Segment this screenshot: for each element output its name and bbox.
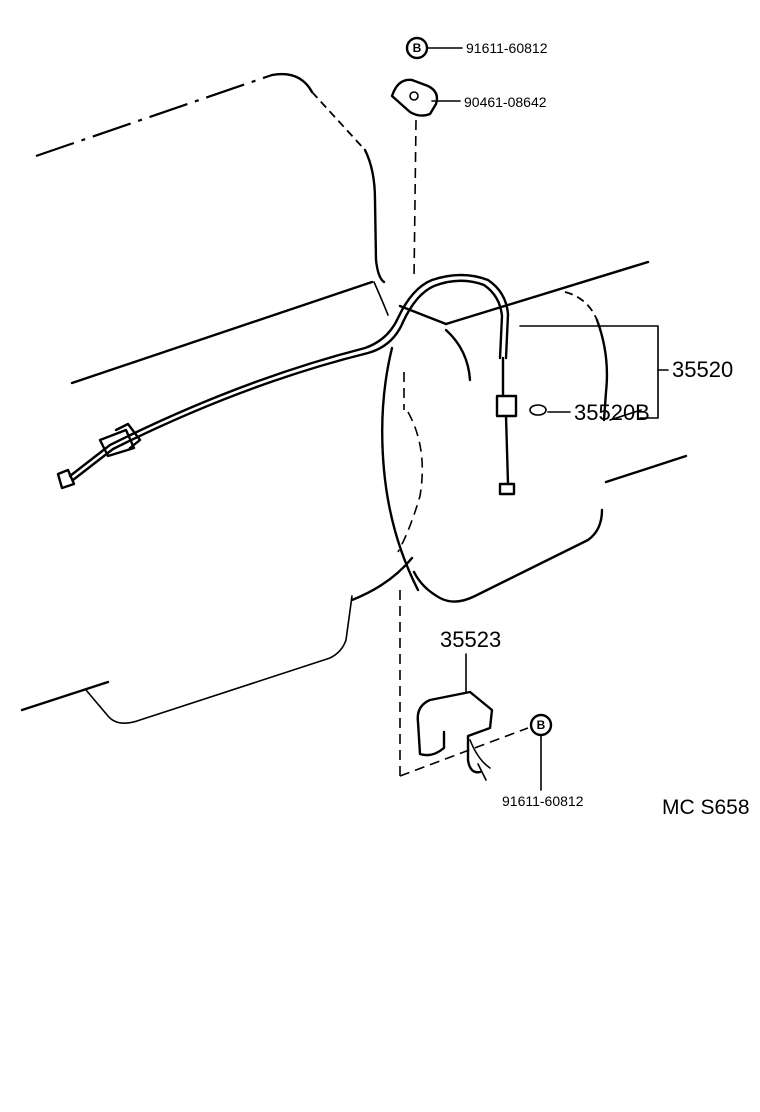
bolt-symbol-top-letter: B — [413, 41, 422, 55]
bolt-symbol-top: B — [405, 36, 463, 60]
bracket-part — [399, 590, 529, 781]
bracket-part-number: 35523 — [440, 627, 501, 652]
bolt-symbol-bottom: B — [529, 713, 553, 791]
cable-ring-part-number: 35520B — [574, 400, 650, 425]
cable-ring-part — [529, 404, 571, 416]
bolt-symbol-bottom-letter: B — [537, 718, 546, 732]
reference-code: MC S658 — [662, 796, 750, 819]
clamp-part-number: 90461-08642 — [464, 94, 547, 110]
cable-assembly-part-number: 35520 — [672, 357, 733, 382]
clamp-part — [390, 78, 439, 281]
cable-assembly — [56, 273, 518, 496]
engine-outline — [20, 72, 688, 724]
bolt-top-part-number: 91611-60812 — [466, 40, 548, 56]
bolt-bottom-part-number: 91611-60812 — [502, 793, 584, 809]
cable-assembly-leader — [519, 325, 669, 419]
